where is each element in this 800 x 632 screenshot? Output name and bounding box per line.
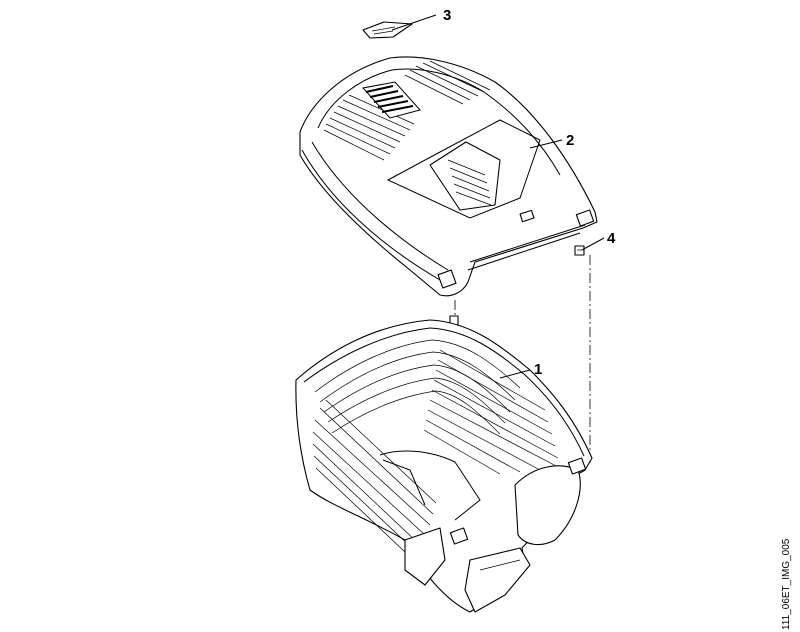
callout-1: 1	[534, 361, 542, 378]
part-4-clip	[574, 245, 585, 256]
image-reference-code: 111_06ET_IMG_005	[781, 538, 792, 630]
cover-vent-slats	[323, 94, 415, 161]
catcher-right-mesh	[423, 349, 561, 475]
part-2-cover	[299, 56, 598, 297]
callout-3: 3	[443, 7, 451, 24]
catcher-inner-ribs	[314, 339, 521, 435]
cover-handle-ribs	[447, 159, 492, 206]
cover-right-slats	[404, 60, 491, 105]
leader-3	[391, 14, 437, 31]
part-3-label-plate	[362, 21, 413, 39]
catcher-left-grille	[312, 399, 437, 553]
leader-2	[529, 139, 563, 149]
callout-2: 2	[566, 132, 574, 149]
part-1-catcher-body	[295, 319, 593, 613]
leader-4	[581, 237, 605, 251]
leader-1	[499, 369, 531, 379]
callout-4: 4	[607, 230, 616, 247]
cover-grille	[362, 81, 421, 119]
